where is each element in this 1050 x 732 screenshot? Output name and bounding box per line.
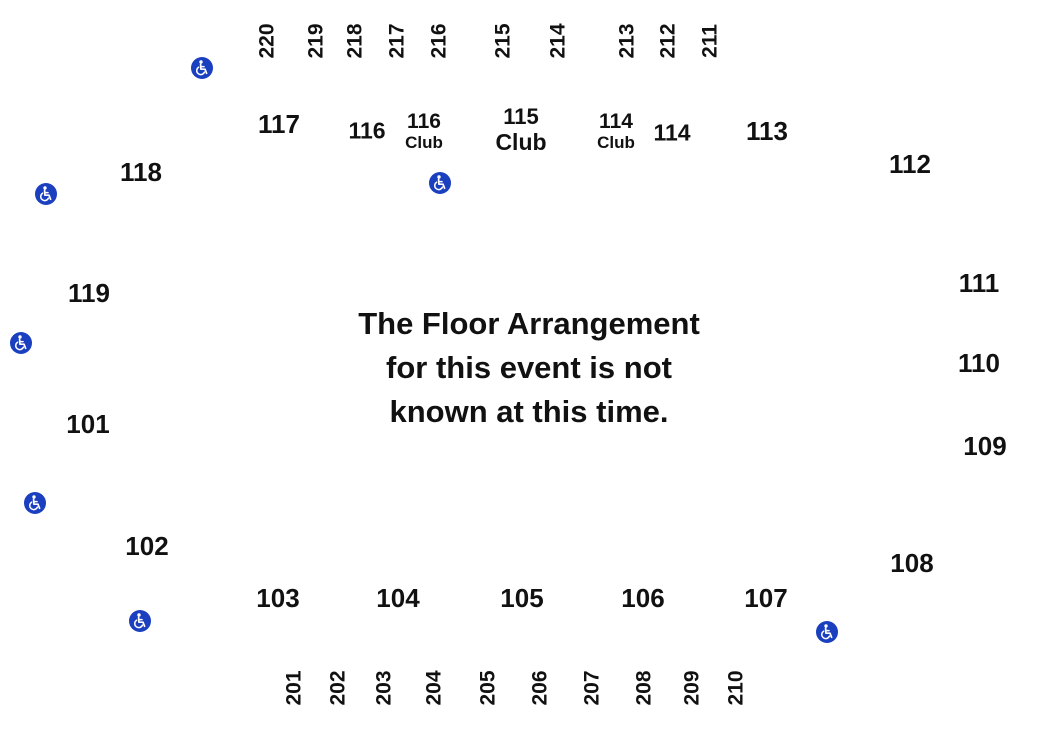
section-113[interactable]: 113 [746, 116, 788, 146]
wheelchair-icon [816, 621, 838, 643]
section-220[interactable]: 220 [255, 23, 279, 59]
section-111[interactable]: 111 [958, 268, 1000, 298]
section-103[interactable]: 103 [256, 583, 300, 613]
section-207[interactable]: 207 [580, 670, 604, 706]
wheelchair-icon [35, 183, 57, 205]
section-114-club[interactable]: 114 Club [597, 111, 635, 151]
club-label: Club [405, 133, 443, 152]
section-119[interactable]: 119 [68, 278, 110, 308]
section-106[interactable]: 106 [621, 583, 665, 613]
section-214[interactable]: 214 [546, 23, 570, 59]
section-206[interactable]: 206 [528, 670, 552, 706]
section-211[interactable]: 211 [698, 24, 722, 58]
wheelchair-icon [191, 57, 213, 79]
section-104[interactable]: 104 [376, 583, 420, 613]
club-number: 116 [407, 110, 441, 133]
section-110[interactable]: 110 [958, 348, 1000, 378]
club-number: 114 [599, 110, 633, 133]
club-number: 115 [503, 104, 539, 129]
section-217[interactable]: 217 [385, 23, 409, 59]
floor-arrangement-message: The Floor Arrangement for this event is … [358, 302, 700, 434]
section-218[interactable]: 218 [343, 23, 367, 59]
wheelchair-icon [24, 492, 46, 514]
message-line: for this event is not [386, 350, 672, 385]
section-208[interactable]: 208 [632, 670, 656, 706]
club-label: Club [495, 129, 547, 155]
section-102[interactable]: 102 [125, 531, 169, 561]
message-line: known at this time. [389, 394, 669, 429]
section-201[interactable]: 201 [282, 670, 306, 706]
section-204[interactable]: 204 [422, 670, 446, 706]
section-107[interactable]: 107 [744, 583, 788, 613]
club-label: Club [597, 133, 635, 152]
section-205[interactable]: 205 [476, 670, 500, 706]
section-109[interactable]: 109 [963, 431, 1007, 461]
section-215[interactable]: 215 [491, 23, 515, 59]
section-213[interactable]: 213 [615, 23, 639, 59]
section-112[interactable]: 112 [889, 149, 931, 179]
section-202[interactable]: 202 [326, 670, 350, 706]
section-105[interactable]: 105 [500, 583, 544, 613]
section-118[interactable]: 118 [120, 157, 162, 187]
section-108[interactable]: 108 [890, 548, 934, 578]
section-117[interactable]: 117 [258, 109, 300, 139]
section-210[interactable]: 210 [724, 670, 748, 706]
wheelchair-icon [429, 172, 451, 194]
section-116[interactable]: 116 [348, 117, 386, 144]
section-114[interactable]: 114 [653, 119, 691, 146]
section-216[interactable]: 216 [427, 23, 451, 59]
section-219[interactable]: 219 [304, 23, 328, 59]
section-101[interactable]: 101 [66, 409, 110, 439]
section-116-club[interactable]: 116 Club [405, 111, 443, 151]
message-line: The Floor Arrangement [358, 306, 700, 341]
section-212[interactable]: 212 [656, 23, 680, 59]
wheelchair-icon [10, 332, 32, 354]
section-115-club[interactable]: 115 Club [495, 106, 546, 154]
wheelchair-icon [129, 610, 151, 632]
section-209[interactable]: 209 [680, 670, 704, 706]
section-203[interactable]: 203 [372, 670, 396, 706]
